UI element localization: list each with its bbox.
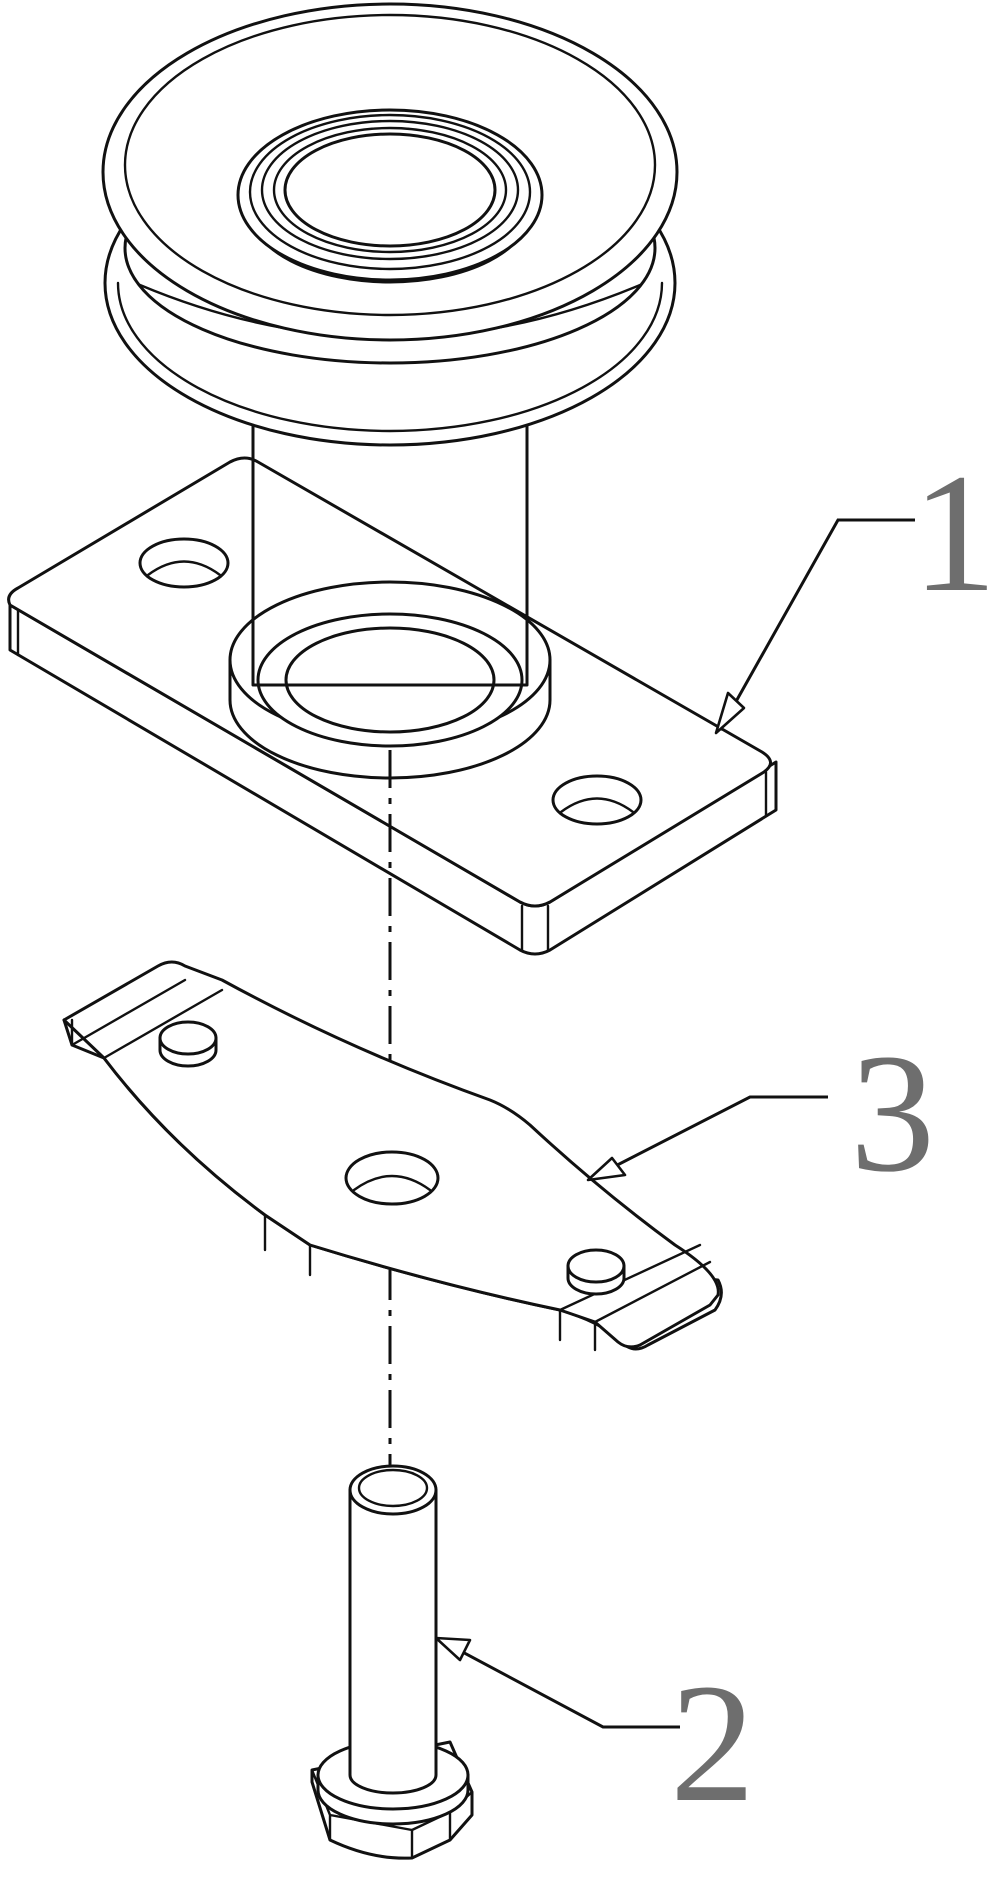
blade-center-hole xyxy=(344,1150,440,1206)
callout-number-3: 3 xyxy=(850,1019,935,1207)
blade-rivet-left xyxy=(158,1020,218,1068)
blade-rivet-right xyxy=(566,1248,626,1296)
plate-boss xyxy=(228,580,552,780)
bolt-shank xyxy=(348,1464,438,1795)
part-1-pulley-bracket xyxy=(7,2,778,956)
callout-leader-2 xyxy=(434,1636,680,1729)
callout-number-2: 2 xyxy=(670,1649,755,1837)
blade-bevel-lines xyxy=(70,978,712,1352)
plate-corner-lines xyxy=(16,608,768,952)
pulley-hub xyxy=(236,108,544,284)
part-3-blade xyxy=(62,960,723,1352)
part-2-bolt xyxy=(310,1464,474,1860)
callout-leader-3 xyxy=(586,1095,828,1182)
plate-hole-right xyxy=(551,774,643,826)
callout-leader-1 xyxy=(714,518,915,735)
callout-number-1: 1 xyxy=(912,439,997,627)
plate-hole-left xyxy=(138,537,230,589)
